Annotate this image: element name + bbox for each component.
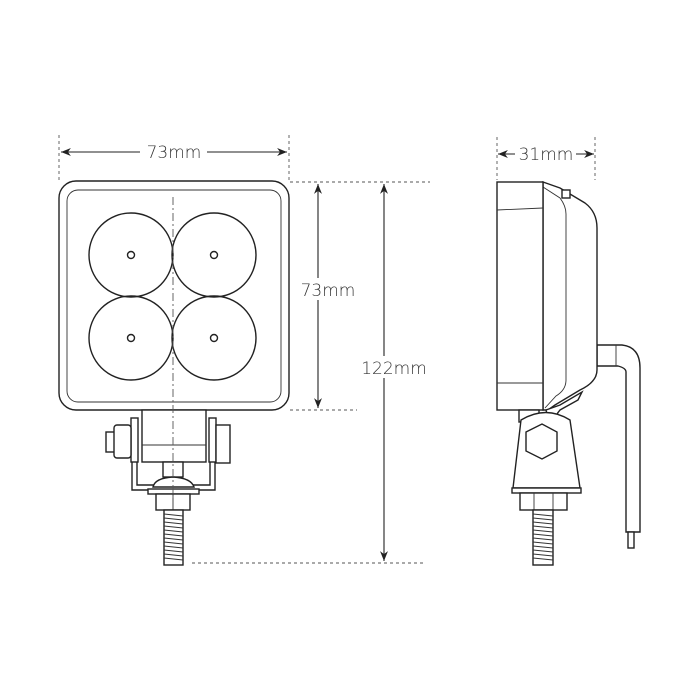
led-reflector	[171, 212, 257, 298]
front-lens-border	[66, 189, 282, 403]
front-mount-bracket	[105, 409, 231, 566]
overall-height-label: 122mm	[361, 359, 427, 379]
right-nut	[215, 424, 231, 464]
cable-end	[627, 531, 635, 549]
side-view	[496, 181, 641, 566]
led-chip	[126, 250, 136, 260]
dimension-depth: 31mm	[496, 137, 596, 180]
dimension-width: 73mm	[58, 135, 290, 180]
led-chip	[126, 333, 136, 343]
dimension-height: 73mm	[290, 181, 430, 411]
dimension-overall-height: 122mm	[192, 184, 432, 564]
led-chip	[209, 250, 219, 260]
led-reflector	[171, 295, 257, 381]
side-front-bezel	[496, 181, 544, 411]
height-label: 73mm	[301, 281, 356, 301]
hex-bolt-head	[525, 423, 558, 460]
bracket-block	[141, 409, 207, 463]
width-label: 73mm	[147, 143, 202, 163]
front-housing	[58, 180, 290, 411]
side-bottom-nut	[519, 492, 568, 511]
depth-label: 31mm	[519, 145, 574, 165]
led-reflector	[88, 212, 174, 298]
front-view	[58, 180, 290, 566]
led-chip	[209, 333, 219, 343]
left-nut	[113, 424, 132, 459]
power-cable	[596, 344, 641, 533]
side-housing-body	[542, 181, 598, 411]
